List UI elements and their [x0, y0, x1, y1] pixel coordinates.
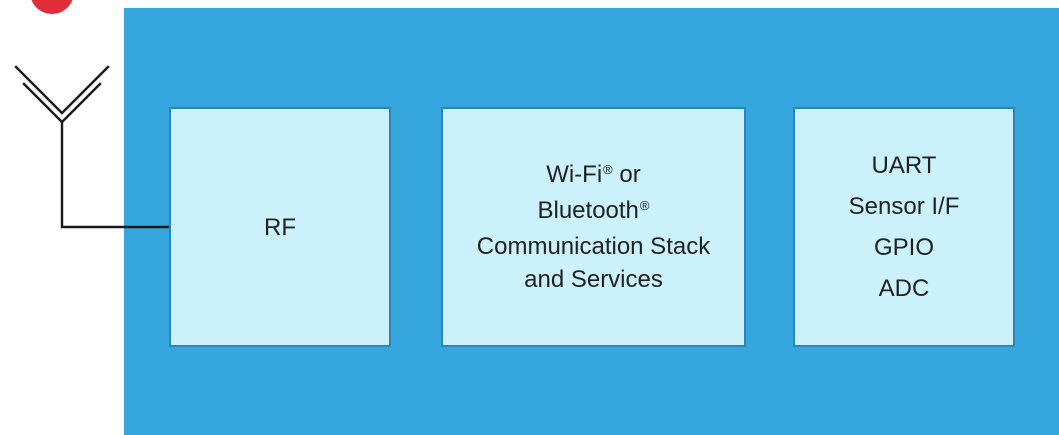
rf-label: RF	[264, 213, 296, 241]
registered-mark: ®	[603, 162, 613, 177]
io-sensor-if: Sensor I/F	[848, 193, 960, 220]
antenna-arm-left-outer	[14, 65, 64, 115]
registered-mark: ®	[639, 198, 650, 213]
rf-block: RF	[169, 107, 391, 347]
brand-mark	[30, 0, 74, 14]
stack-line-3: Communication Stack	[476, 233, 711, 260]
io-adc: ADC	[878, 275, 930, 302]
stack-line-1: Wi-Fi® or	[546, 161, 641, 188]
communication-stack-block: Wi-Fi® or Bluetooth® Communication Stack…	[441, 107, 746, 347]
peripheral-io-block: UART Sensor I/F GPIO ADC	[793, 107, 1015, 347]
stack-line-2: Bluetooth®	[537, 197, 650, 224]
stack-line-4: and Services	[524, 266, 663, 293]
io-uart: UART	[871, 152, 937, 179]
antenna-arm-right-inner	[60, 82, 102, 124]
antenna-arm-right-outer	[60, 65, 110, 115]
io-gpio: GPIO	[873, 234, 934, 261]
antenna-arm-left-inner	[22, 82, 64, 124]
